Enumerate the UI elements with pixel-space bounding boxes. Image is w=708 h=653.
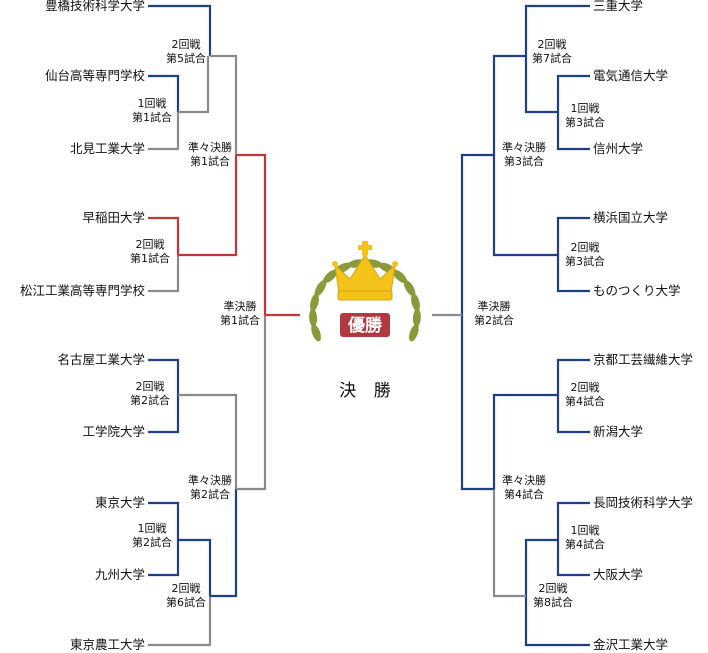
match-label-r1m1-round: 1回戦 [138,97,167,110]
team-name-shinshu: 信州大学 [593,141,643,156]
match-label-r2m6-game: 第6試合 [166,595,206,609]
bracket-line-qf3-winner [462,155,494,315]
match-label-r1m2-game: 第2試合 [132,535,172,549]
team-name-uec: 電気通信大学 [593,68,668,83]
laurel-leaf-right-0 [407,323,421,343]
trophy-emblem: 優勝 [308,241,421,343]
trophy-text: 優勝 [347,315,383,336]
match-label-sf1-round: 準決勝 [224,299,257,313]
match-label-r2m2-game: 第2試合 [130,393,170,407]
team-name-tokyo: 東京大学 [95,495,145,510]
match-label-sf2-round: 準決勝 [478,299,511,313]
match-label-r2m1-game: 第1試合 [130,251,170,265]
match-label-qf1-round: 準々決勝 [188,140,232,154]
team-name-nagoya: 名古屋工業大学 [57,352,145,367]
laurel-leaf-left-0 [309,323,323,343]
match-label-qf3-game: 第3試合 [504,154,544,168]
match-label-r2m5-round: 2回戦 [172,38,201,51]
match-label-r2m4-game: 第4試合 [565,394,605,408]
match-label-r2m2-round: 2回戦 [136,380,165,393]
match-label-r1m4-game: 第4試合 [565,537,605,551]
laurel-leaf-left-1 [309,309,318,327]
final-label: 決 勝 [339,381,396,401]
team-name-monotsukuri: ものつくり大学 [593,283,681,298]
match-label-r2m5-game: 第5試合 [166,51,206,65]
team-name-kanazawa: 金沢工業大学 [593,637,668,652]
match-label-r2m1-round: 2回戦 [136,238,165,251]
match-label-sf2-game: 第2試合 [474,313,514,327]
match-label-r2m3-round: 2回戦 [571,241,600,254]
team-name-kit: 京都工芸繊維大学 [593,352,693,367]
team-name-kogakuin: 工学院大学 [82,424,145,439]
match-label-r2m8-game: 第8試合 [533,595,573,609]
match-label-qf3-round: 準々決勝 [502,140,546,154]
team-name-kyushu: 九州大学 [95,567,145,582]
match-label-qf2-round: 準々決勝 [188,473,232,487]
bracket-line-r2m6-winner [210,489,236,596]
team-name-mie: 三重大学 [593,0,643,13]
bracket-line-qf2-winner [236,315,265,489]
team-name-ynu: 横浜国立大学 [593,210,668,225]
match-label-qf1-game: 第1試合 [190,154,230,168]
bracket-line-r2m1-winner [178,155,236,255]
match-label-r2m6-round: 2回戦 [172,582,201,595]
match-label-r2m7-round: 2回戦 [538,38,567,51]
match-label-r2m4-round: 2回戦 [571,381,600,394]
team-name-toyohashi: 豊橋技術科学大学 [45,0,145,13]
match-label-sf1-game: 第1試合 [220,313,260,327]
match-label-r1m4-round: 1回戦 [571,524,600,537]
team-name-sendai: 仙台高等専門学校 [45,68,146,83]
match-label-qf4-game: 第4試合 [504,487,544,501]
match-label-r2m8-round: 2回戦 [539,582,568,595]
match-label-r2m7-game: 第7試合 [532,51,572,65]
team-name-nagaoka: 長岡技術科学大学 [593,495,693,510]
bracket-line-qf4-winner [462,315,494,489]
team-name-osaka: 大阪大学 [593,567,643,582]
team-name-niigata: 新潟大学 [593,424,643,439]
match-label-r1m3-round: 1回戦 [571,102,600,115]
bracket-line-r2m3-winner [494,155,558,255]
match-label-r1m1-game: 第1試合 [132,110,172,124]
team-name-tuat: 東京農工大学 [70,637,145,652]
match-label-r1m2-round: 1回戦 [138,522,167,535]
match-label-r2m3-game: 第3試合 [565,254,605,268]
match-label-qf4-round: 準々決勝 [502,473,546,487]
bracket-line-qf1-winner [236,155,265,315]
team-name-waseda: 早稲田大学 [82,210,145,225]
laurel-leaf-right-1 [412,309,421,327]
match-label-r1m3-game: 第3試合 [565,115,605,129]
match-label-qf2-game: 第2試合 [190,487,230,501]
team-name-matsue: 松江工業高等専門学校 [20,283,146,298]
bracket-line-r2m8-winner [494,489,526,596]
team-name-kitami: 北見工業大学 [70,141,145,156]
victory-ribbon: 優勝 [340,313,390,337]
